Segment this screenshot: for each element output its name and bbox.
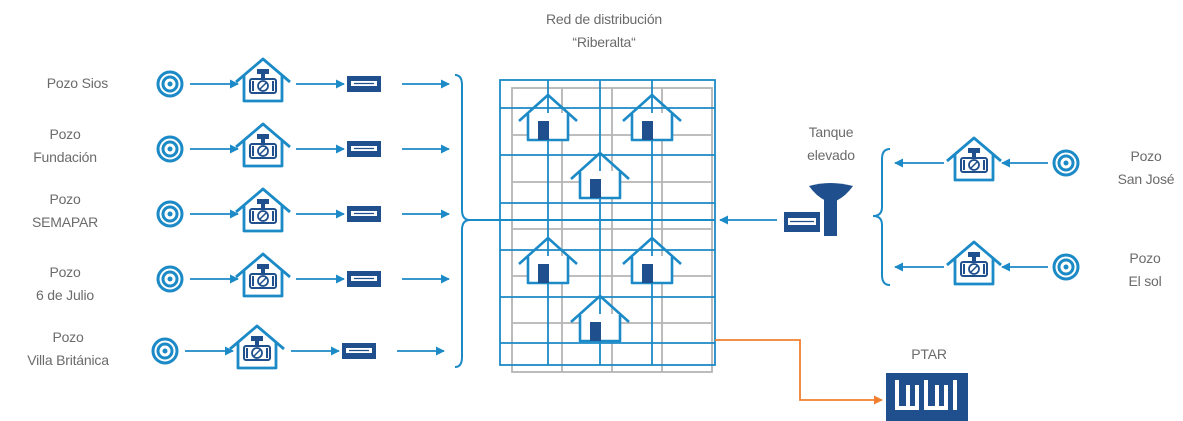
distribution-network-grid xyxy=(470,79,716,373)
filter-icon xyxy=(346,205,382,223)
well-label-line2: El sol xyxy=(1128,273,1162,289)
well-icon xyxy=(151,337,179,365)
well-icon xyxy=(1052,149,1080,177)
well-row-fundacion xyxy=(156,122,449,168)
well-row-6-de-julio xyxy=(156,252,449,298)
pump-house-icon xyxy=(234,187,292,233)
pump-house-icon xyxy=(228,324,286,370)
ptar-label: PTAR xyxy=(911,343,947,366)
filter-icon xyxy=(346,140,382,158)
well-label-line2: SEMAPAR xyxy=(31,214,99,230)
well-row-el-sol xyxy=(894,240,1080,286)
well-label-6-de-julio: Pozo 6 de Julio xyxy=(36,261,94,307)
well-label-villa-britanica: Pozo Villa Británica xyxy=(27,326,109,372)
pump-house-icon xyxy=(234,122,292,168)
well-label-line1: Pozo xyxy=(1129,250,1161,266)
right-brace xyxy=(872,148,891,286)
well-label-line1: Pozo xyxy=(1130,148,1162,164)
well-row-semapar xyxy=(156,187,449,233)
tank-label-line1: Tanque xyxy=(808,124,854,140)
well-icon xyxy=(156,265,184,293)
pump-house-icon xyxy=(234,57,292,103)
well-label-el-sol: Pozo El sol xyxy=(1128,247,1161,293)
effluent-line xyxy=(715,339,883,405)
well-icon xyxy=(1052,253,1080,281)
well-label-line2: Fundación xyxy=(33,149,97,165)
well-row-san-jose xyxy=(894,136,1080,182)
well-icon xyxy=(156,135,184,163)
network-title-line1: Red de distribución xyxy=(545,11,663,27)
pump-house-icon xyxy=(945,240,1003,286)
ptar-label-text: PTAR xyxy=(911,346,947,362)
well-label-line1: Pozo xyxy=(49,126,81,142)
well-label-line1: Pozo xyxy=(49,264,81,280)
well-label-line2: 6 de Julio xyxy=(36,287,94,303)
well-row-villa-britanica xyxy=(151,324,444,370)
network-title: Red de distribución “Riberalta“ xyxy=(546,8,662,54)
well-icon xyxy=(156,200,184,228)
well-row-sios xyxy=(156,57,449,103)
left-brace xyxy=(454,74,471,368)
network-title-line2: “Riberalta“ xyxy=(572,34,636,50)
well-icon xyxy=(156,70,184,98)
filter-icon xyxy=(341,342,377,360)
well-label-line2: Villa Británica xyxy=(27,352,109,368)
well-label-line2: San José xyxy=(1117,171,1175,187)
well-label-semapar: Pozo SEMAPAR xyxy=(32,188,98,234)
filter-icon xyxy=(346,270,382,288)
well-label-line1: Pozo xyxy=(52,329,84,345)
tank-label-line2: elevado xyxy=(807,147,855,163)
tank-label: Tanque elevado xyxy=(807,121,855,167)
well-label-line1: Pozo Sios xyxy=(46,75,108,91)
treatment-plant-icon xyxy=(886,373,968,421)
elevated-tank-icon xyxy=(784,183,853,236)
pump-house-icon xyxy=(234,252,292,298)
well-label-fundacion: Pozo Fundación xyxy=(33,123,97,169)
well-label-san-jose: Pozo San José xyxy=(1118,145,1175,191)
pump-house-icon xyxy=(945,136,1003,182)
well-label-line1: Pozo xyxy=(49,191,81,207)
filter-icon xyxy=(346,75,382,93)
well-label-sios: Pozo Sios xyxy=(47,72,108,95)
